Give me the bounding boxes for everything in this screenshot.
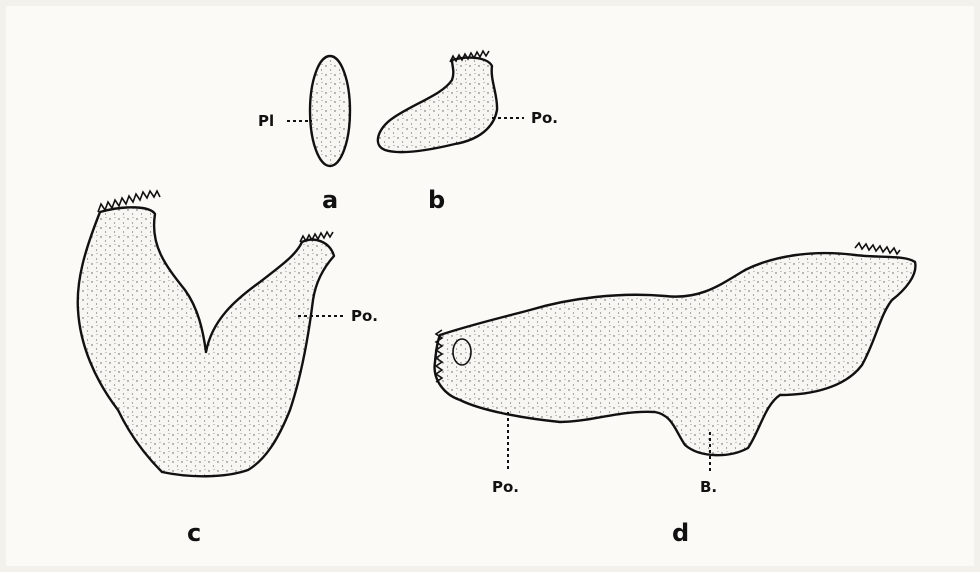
panel-label-a: a (322, 186, 338, 214)
annotation-b-d: B. (700, 478, 717, 496)
annotation-po-b: Po. (531, 109, 558, 127)
annotation-po-d: Po. (492, 478, 519, 496)
panel-label-c: c (187, 519, 201, 547)
annotation-po-c: Po. (351, 307, 378, 325)
panel-label-b: b (428, 186, 445, 214)
planula-larva-shape (310, 56, 350, 166)
annotation-pl: Pl (258, 112, 274, 130)
panel-label-d: d (672, 519, 689, 547)
